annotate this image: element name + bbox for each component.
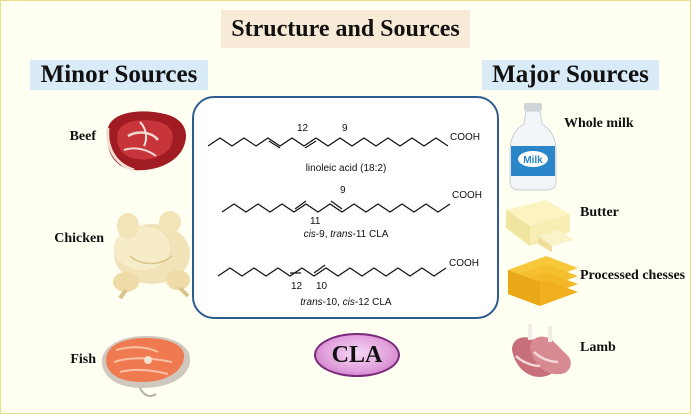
beef-steak-icon — [106, 111, 186, 172]
trans10-cis12-caption: trans-10, cis-12 CLA — [300, 297, 391, 308]
cooh-label-3: COOH — [449, 258, 479, 269]
major-source-butter: Butter — [580, 205, 619, 220]
minor-source-fish: Fish — [70, 352, 96, 367]
structure-box — [192, 96, 499, 319]
bond-number-10: 10 — [316, 281, 328, 292]
linoleic-caption: linoleic acid (18:2) — [306, 163, 387, 174]
bond-number-11: 11 — [310, 216, 321, 227]
salmon-steak-icon — [101, 336, 191, 397]
figure-title: Structure and Sources — [221, 10, 470, 48]
milk-label-text: Milk — [523, 155, 543, 166]
cis9-trans11-cla-structure: COOH 9 11 cis-9, trans-11 CLA — [221, 185, 482, 240]
butter-icon — [506, 200, 574, 252]
minor-source-beef: Beef — [69, 129, 96, 144]
bond-number-12b: 12 — [291, 281, 303, 292]
major-sources-heading: Major Sources — [482, 60, 659, 90]
cooh-label-2: COOH — [452, 190, 482, 201]
minor-source-chicken: Chicken — [54, 231, 104, 246]
major-source-processed-cheese: Processed chesses — [580, 268, 686, 283]
cis9-trans11-caption: cis-9, trans-11 CLA — [304, 229, 389, 240]
linoleic-acid-structure: COOH 12 9 linoleic acid (18:2) — [207, 123, 480, 174]
chicken-icon — [113, 211, 190, 300]
milk-bottle-icon: Milk — [509, 103, 557, 191]
cooh-label-1: COOH — [450, 132, 480, 143]
bond-number-12: 12 — [297, 123, 309, 134]
minor-sources-heading: Minor Sources — [30, 60, 208, 90]
cheese-slices-icon — [508, 256, 578, 306]
trans10-cis12-cla-structure: COOH 12 10 trans-10, cis-12 CLA — [217, 258, 479, 308]
major-source-whole-milk: Whole milk — [564, 116, 634, 131]
major-source-lamb: Lamb — [580, 340, 616, 355]
bond-number-9b: 9 — [340, 185, 346, 196]
cla-label: CLA — [314, 333, 400, 377]
lamb-chops-icon — [512, 324, 571, 377]
bond-number-9: 9 — [342, 123, 348, 134]
